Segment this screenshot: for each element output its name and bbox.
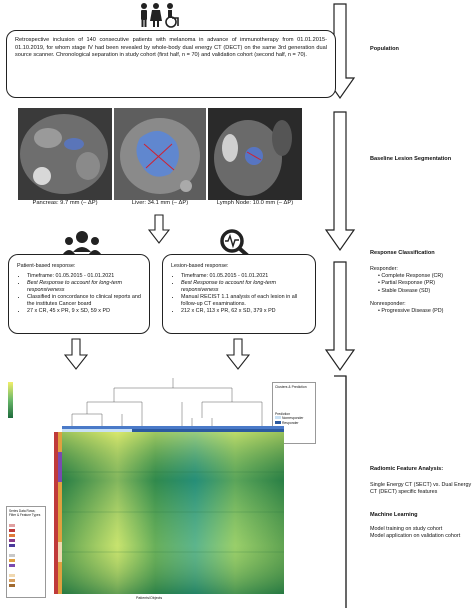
section-ml: Machine Learning <box>370 512 418 518</box>
ml-text: Model training on study cohort Model app… <box>370 526 474 540</box>
heatmap-xlabel: Patients/Objects <box>136 596 163 600</box>
radiomic-text: Single Energy CT (SECT) vs. Dual Energy … <box>370 482 472 496</box>
patient-response-box: Patient-based response: Timeframe: 01.05… <box>8 254 150 334</box>
heatmap-body <box>62 432 284 594</box>
cluster-legend-title: Clusters & Prediction <box>275 385 307 389</box>
ml-line-2: Model application on validation cohort <box>370 533 461 540</box>
caption-lymph-node: Lymph Node: 10.0 mm (– ΔP) <box>216 200 294 206</box>
list-item: 27 x CR, 45 x PR, 9 x SD, 59 x PD <box>27 308 141 315</box>
ct-image-lymph-node <box>208 108 302 200</box>
list-item: Complete Response (CR) <box>378 273 470 280</box>
down-arrow-small <box>148 214 170 244</box>
lesion-response-box: Lesion-based response: Timeframe: 01.05.… <box>162 254 316 334</box>
column-annotation <box>62 426 284 432</box>
list-item: Best Response to account for long-term r… <box>181 280 307 294</box>
caption-liver: Liver: 34.1 mm (– ΔP) <box>131 200 189 206</box>
patient-response-title: Patient-based response: <box>17 263 76 269</box>
section-population: Population <box>370 46 399 52</box>
list-item: Partial Response (PR) <box>378 280 470 287</box>
patients-icon <box>141 3 179 28</box>
prediction-responder: Responder <box>281 420 299 425</box>
heatmap-figure: Clusters & Prediction Prediction Nonresp… <box>6 374 322 606</box>
list-item: Progressive Disease (PD) <box>378 308 470 315</box>
prediction-label: Prediction <box>275 411 291 416</box>
feature-legend-title: Series Data Rows; Filter & Feature Types <box>9 509 41 518</box>
flow-arrow <box>324 3 356 608</box>
section-radiomic: Radiomic Feature Analysis: <box>370 466 444 472</box>
list-item: Timeframe: 01.05.2015 - 01.01.2021 <box>181 273 307 280</box>
color-scale <box>8 382 13 418</box>
intro-text: Retrospective inclusion of 140 consecuti… <box>15 37 327 59</box>
column-dendrogram <box>71 378 263 428</box>
list-item: Classified in concordance to clinical re… <box>27 294 141 308</box>
list-item: Timeframe: 01.05.2015 - 01.01.2021 <box>27 273 141 280</box>
down-arrow-right <box>226 338 250 370</box>
section-segmentation: Baseline Lesion Segmentation <box>370 156 452 162</box>
row-annotation <box>54 432 62 594</box>
list-item: Stable Disease (SD) <box>378 288 470 295</box>
list-item: 212 x CR, 113 x PR, 62 x SD, 379 x PD <box>181 308 307 315</box>
intro-box: Retrospective inclusion of 140 consecuti… <box>6 30 336 98</box>
ml-line-1: Model training on study cohort <box>370 526 443 532</box>
feature-legend: Series Data Rows; Filter & Feature Types <box>6 506 46 598</box>
list-item: Manual RECIST 1.1 analysis of each lesio… <box>181 294 307 308</box>
feature-legend-swatches <box>9 523 15 587</box>
cluster-legend: Clusters & Prediction Prediction Nonresp… <box>272 382 316 444</box>
caption-pancreas: Pancreas: 9.7 mm (– ΔP) <box>32 200 98 206</box>
list-item: Best Response to account for long-term r… <box>27 280 141 294</box>
cancer-board-icon <box>63 231 101 254</box>
section-response: Response Classification <box>370 250 435 256</box>
down-arrow-left <box>64 338 88 370</box>
responder-label: Responder: <box>370 266 398 272</box>
lesion-response-title: Lesion-based response: <box>171 263 229 269</box>
ct-image-pancreas <box>18 108 112 200</box>
ct-image-liver <box>114 108 206 200</box>
prediction-nonresponder: Nonresponder <box>281 416 304 421</box>
nonresponder-label: Nonresponder: <box>370 300 406 307</box>
responder-block: Responder: Complete Response (CR) Partia… <box>370 266 470 315</box>
